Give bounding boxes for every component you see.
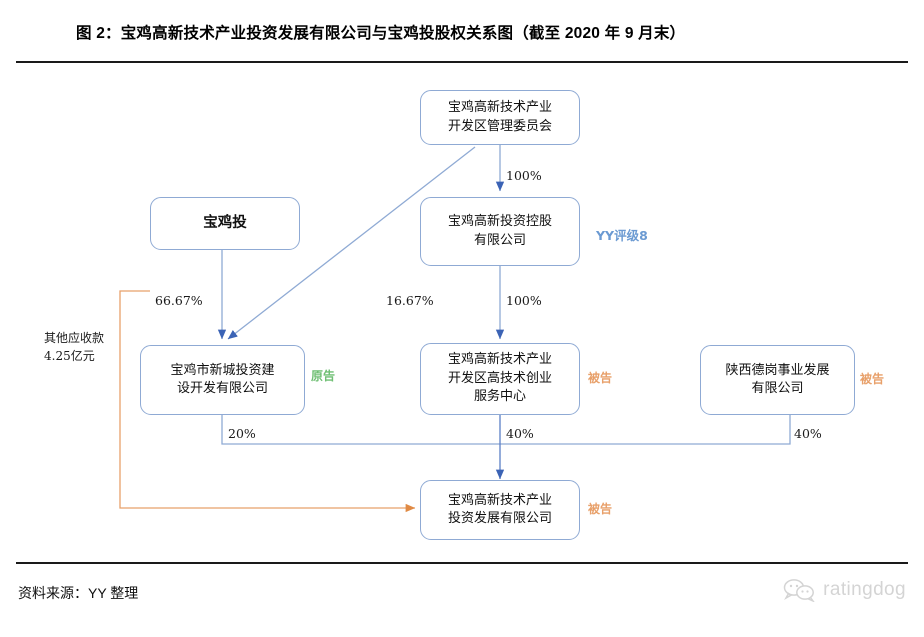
edge-label-chuangye-touzifazhan: 40%: [506, 426, 534, 441]
edge-label-degang-touzifazhan: 40%: [794, 426, 822, 441]
node-guanweihui[interactable]: 宝鸡高新技术产业开发区管理委员会: [420, 90, 580, 145]
divider-top: [16, 61, 908, 63]
node-degang[interactable]: 陕西德岗事业发展有限公司: [700, 345, 855, 415]
edge-label-guanweihui-kongu: 100%: [506, 168, 542, 183]
node-baojitou-label: 宝鸡投: [203, 214, 247, 232]
page-title: 图 2：宝鸡高新技术产业投资发展有限公司与宝鸡投股权关系图（截至 2020 年 …: [76, 25, 686, 42]
source-note: 资料来源：YY 整理: [18, 585, 139, 601]
receivable-note-line1: 其他应收款: [44, 331, 105, 345]
node-xincheng[interactable]: 宝鸡市新城投资建设开发有限公司: [140, 345, 305, 415]
receivable-note-line2: 4.25亿元: [44, 349, 95, 363]
tag-touzifazhan-defendant: 被告: [588, 502, 613, 516]
figure-header: 图 2：宝鸡高新技术产业投资发展有限公司与宝鸡投股权关系图（截至 2020 年 …: [0, 0, 924, 63]
edge-degang-touzifazhan: [500, 415, 791, 445]
node-baojitou[interactable]: 宝鸡投: [150, 197, 300, 250]
connector-layer: [119, 144, 791, 513]
watermark: ratingdog: [782, 578, 906, 602]
watermark-label: ratingdog: [823, 579, 906, 600]
edge-baojitou-receivable: [119, 290, 416, 513]
tag-chuangye-defendant: 被告: [588, 371, 613, 385]
edge-label-xincheng-touzifazhan: 20%: [228, 426, 256, 441]
tag-xincheng-plaintiff: 原告: [311, 369, 336, 383]
node-degang-label: 陕西德岗事业发展有限公司: [725, 362, 830, 396]
node-touzifazhan[interactable]: 宝鸡高新技术产业投资发展有限公司: [420, 480, 580, 540]
org-chart-canvas: 宝鸡高新技术产业开发区管理委员会 宝鸡投 宝鸡高新投资控股有限公司 宝鸡市新城投…: [0, 63, 924, 562]
wechat-bubbles-icon: [783, 579, 815, 602]
edge-label-guanweihui-xincheng: 16.67%: [386, 293, 434, 308]
node-chuangye-label: 宝鸡高新技术产业开发区高技术创业服务中心: [447, 352, 552, 405]
divider-bottom: [16, 562, 908, 564]
edge-xincheng-touzifazhan: [221, 415, 500, 445]
node-touzifazhan-label: 宝鸡高新技术产业投资发展有限公司: [447, 492, 552, 526]
tag-degang-defendant: 被告: [860, 372, 885, 386]
node-xincheng-label: 宝鸡市新城投资建设开发有限公司: [170, 362, 275, 396]
edge-label-baojitou-xincheng: 66.67%: [155, 293, 203, 308]
node-kongu-label: 宝鸡高新投资控股有限公司: [447, 214, 552, 248]
node-chuangye[interactable]: 宝鸡高新技术产业开发区高技术创业服务中心: [420, 343, 580, 415]
rating-badge: YY评级8: [596, 228, 648, 243]
node-guanweihui-label: 宝鸡高新技术产业开发区管理委员会: [447, 100, 552, 134]
receivable-note: 其他应收款 4.25亿元: [44, 329, 104, 365]
node-kongu[interactable]: 宝鸡高新投资控股有限公司: [420, 197, 580, 266]
edge-label-kongu-chuangye: 100%: [506, 293, 542, 308]
edge-guanweihui-xincheng: [227, 146, 476, 340]
